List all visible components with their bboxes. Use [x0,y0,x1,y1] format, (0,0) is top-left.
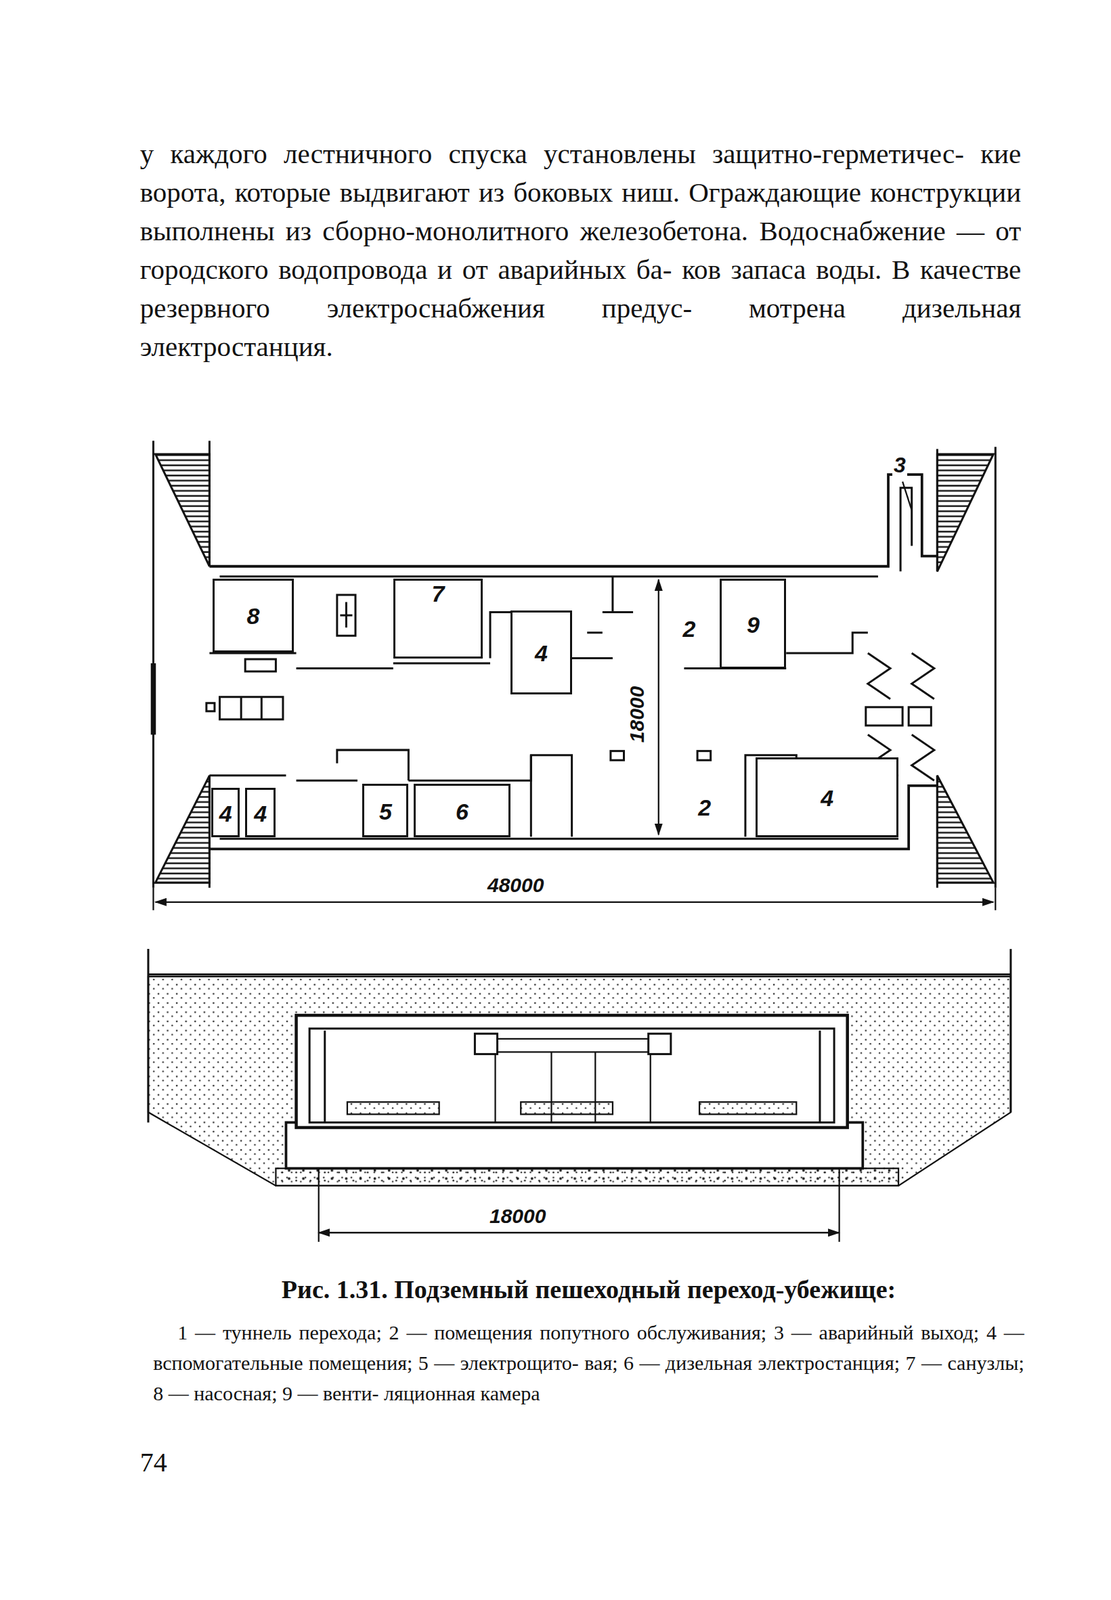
body-text: у каждого лестничного спуска установлены… [140,134,1022,367]
room-box: 7 [393,578,484,659]
room-number: 4 [253,800,267,826]
figure-caption: Рис. 1.31. Подземный пешеходный переход-… [153,1274,1025,1306]
page-number: 74 [140,1448,223,1478]
dimension-label: 48000 [484,874,547,897]
room-number: 2 [698,794,711,820]
room-number: 4 [219,800,233,826]
dimension-label: 18000 [626,683,649,746]
figure-key: 1 — туннель перехода; 2 — помещения попу… [153,1317,1025,1409]
room-number: 4 [534,640,548,665]
room-box: 9 [719,578,787,669]
room-number: 5 [379,798,392,824]
room-box: 5 [362,783,409,837]
room-number: 7 [431,580,445,606]
room-number: 9 [746,612,760,637]
room-number: 4 [820,785,834,810]
room-box: 2 [679,783,730,831]
callout-number: 3 [892,453,908,478]
room-number: 8 [247,603,260,628]
room-box: 4 [510,610,572,695]
room-box: 2 [663,597,715,659]
cross-section [148,949,1011,1243]
room-box: 4 [245,788,276,837]
dimension-label: 18000 [486,1205,549,1228]
room-box: 8 [212,578,295,653]
room-number: 2 [683,616,696,641]
room-number: 6 [455,798,469,824]
room-box: 4 [755,757,899,838]
room-box: 4 [211,788,240,837]
room-box: 6 [413,783,511,837]
floor-plan [153,440,996,911]
